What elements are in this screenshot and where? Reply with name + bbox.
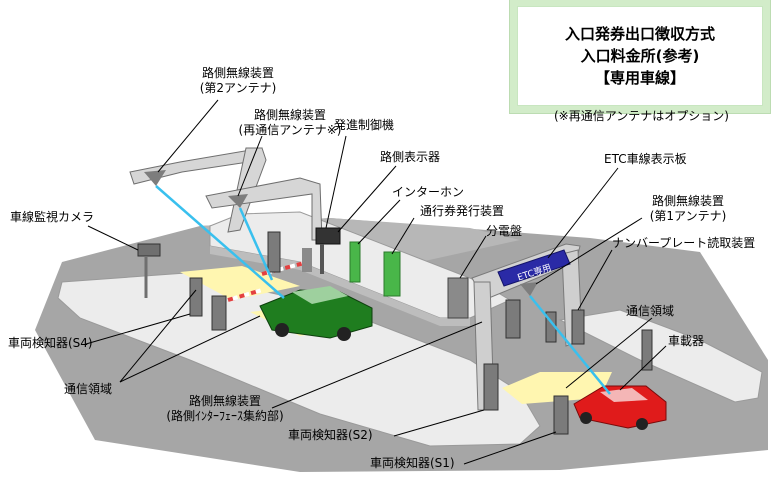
red-car	[573, 385, 667, 430]
vehicle-detector-s4-post	[189, 277, 203, 317]
radio-waves	[155, 185, 611, 395]
vehicle-detector-s2-post	[483, 363, 499, 411]
label-ticket-issuer: 通行券発行装置	[420, 204, 505, 218]
label-interface-line1: 路側無線装置	[188, 394, 261, 408]
upper-cabinet	[267, 231, 281, 273]
title-line-1: 入口発券出口徴収方式	[564, 25, 715, 43]
label-roadside-display: 路側表示器	[380, 150, 441, 164]
label-reantenna-line2: (再通信アンテナ※)	[238, 123, 342, 137]
label-lane-camera: 車線監視カメラ	[10, 210, 95, 224]
label-distribution-board: 分電盤	[486, 224, 523, 238]
label-vehicle-detector-s1: 車両検知器(S1)	[370, 456, 455, 470]
label-plate-reader: ナンバープレート読取装置	[612, 236, 756, 250]
label-antenna-2-line1: 路側無線装置	[201, 66, 274, 80]
interphone-icon	[349, 241, 361, 283]
label-interface: 路側無線装置 (路側ｲﾝﾀｰﾌｪｰｽ集約部)	[150, 394, 300, 424]
etc-lane-sign	[497, 249, 571, 287]
label-etc-lane-sign: ETC車線表示板	[604, 152, 687, 166]
right-island	[558, 309, 763, 403]
comm-zone-right	[502, 372, 612, 404]
title-line-2: 入口料金所(参考)	[580, 47, 700, 65]
label-reantenna: 路側無線装置 (再通信アンテナ※)	[228, 108, 352, 138]
title-line-3: 【専用車線】	[594, 69, 685, 87]
departure-controller-post	[302, 248, 312, 272]
departure-controller-screen	[315, 227, 341, 245]
antenna-2-icon	[144, 170, 166, 186]
label-vehicle-detector-s2: 車両検知器(S2)	[288, 428, 373, 442]
label-comm-area-right: 通信領域	[626, 304, 675, 318]
vehicle-detector-s1-post	[553, 395, 569, 435]
plate-reader-post	[571, 309, 585, 345]
label-interphone: インターホン	[392, 185, 465, 199]
label-onboard-unit: 車載器	[668, 334, 705, 348]
comm-zone-left	[180, 266, 300, 300]
label-antenna-1-line2: (第1アンテナ)	[649, 209, 727, 223]
label-antenna-1: 路側無線装置 (第1アンテナ)	[636, 194, 740, 224]
ticket-issuer-icon	[383, 251, 401, 297]
title-box: 入口発券出口徴収方式 入口料金所(参考) 【専用車線】	[517, 6, 763, 106]
label-reantenna-line1: 路側無線装置	[253, 108, 326, 122]
vehicle-detector-s4-post-2	[211, 295, 227, 331]
roadside-display-post	[320, 244, 324, 274]
label-vehicle-detector-s4: 車両検知器(S4)	[8, 336, 93, 350]
distribution-board-icon	[447, 277, 469, 319]
antenna-1-icon	[520, 282, 538, 296]
option-note: (※再通信アンテナはオプション)	[554, 109, 729, 123]
leader-lines	[85, 99, 667, 465]
label-antenna-2: 路側無線装置 (第2アンテナ)	[186, 66, 290, 96]
reantenna-icon	[228, 194, 248, 208]
label-departure-controller: 発進制御機	[334, 118, 395, 132]
green-car	[259, 286, 373, 341]
label-interface-line2: (路側ｲﾝﾀｰﾌｪｰｽ集約部)	[166, 409, 284, 423]
label-comm-area-left: 通信領域	[64, 382, 113, 396]
label-antenna-2-line2: (第2アンテナ)	[199, 81, 277, 95]
onboard-post	[641, 329, 653, 371]
right-post-a	[505, 299, 521, 339]
label-antenna-1-line1: 路側無線装置	[651, 194, 724, 208]
